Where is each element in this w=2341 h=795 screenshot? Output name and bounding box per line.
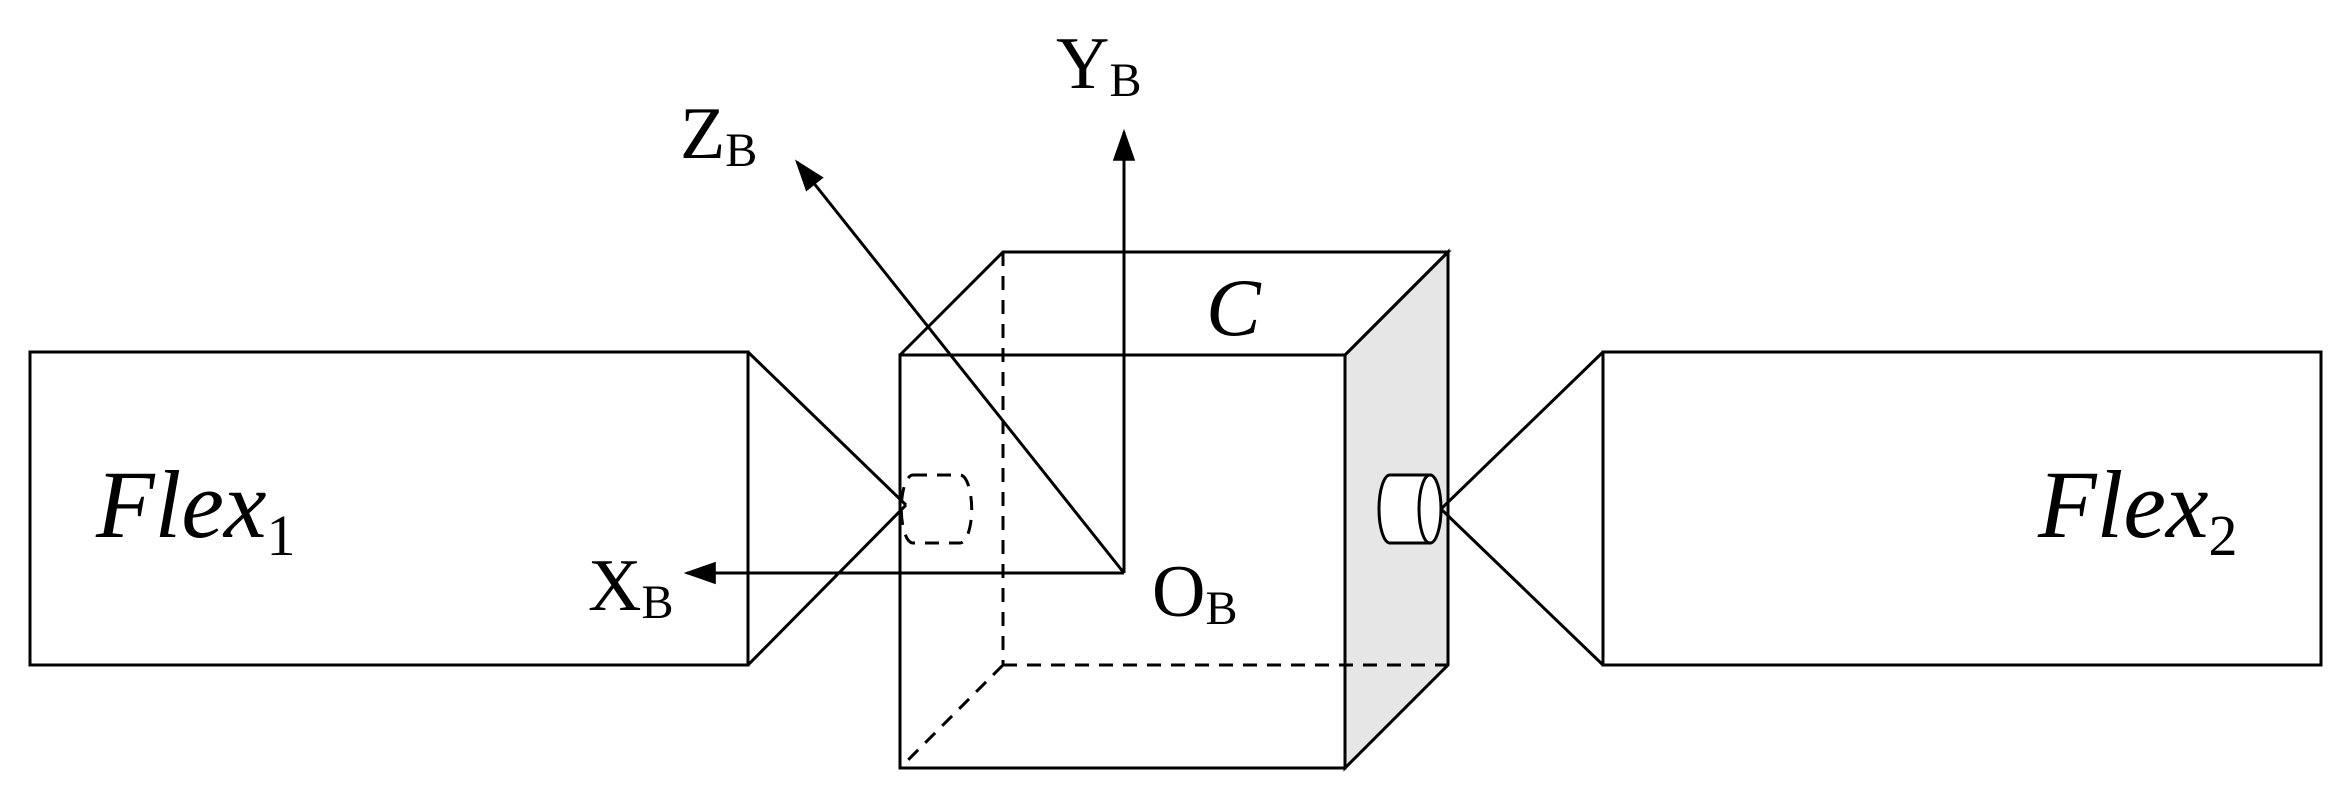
- origin-label: OB: [1152, 551, 1237, 635]
- z-axis-label: ZB: [680, 93, 757, 177]
- flex1-label: Flex1: [95, 451, 296, 568]
- hidden-edge-diagonal: [898, 663, 1005, 770]
- flex2-label: Flex2: [2037, 451, 2238, 568]
- axis-z-arrow: [795, 159, 1126, 574]
- right-hinge: [1377, 473, 1443, 545]
- flex2-panel: [1601, 350, 2323, 667]
- cube-top-face: [898, 250, 1452, 357]
- x-axis-label: XB: [588, 545, 673, 629]
- flex2-connector: [1439, 350, 1605, 667]
- left-hinge: [899, 473, 974, 545]
- central-body-cube: [898, 248, 1452, 772]
- flex1-connector: [746, 350, 908, 667]
- y-axis-label: YB: [1056, 23, 1141, 107]
- flex1-panel: [28, 350, 750, 667]
- body-label: C: [1206, 262, 1262, 353]
